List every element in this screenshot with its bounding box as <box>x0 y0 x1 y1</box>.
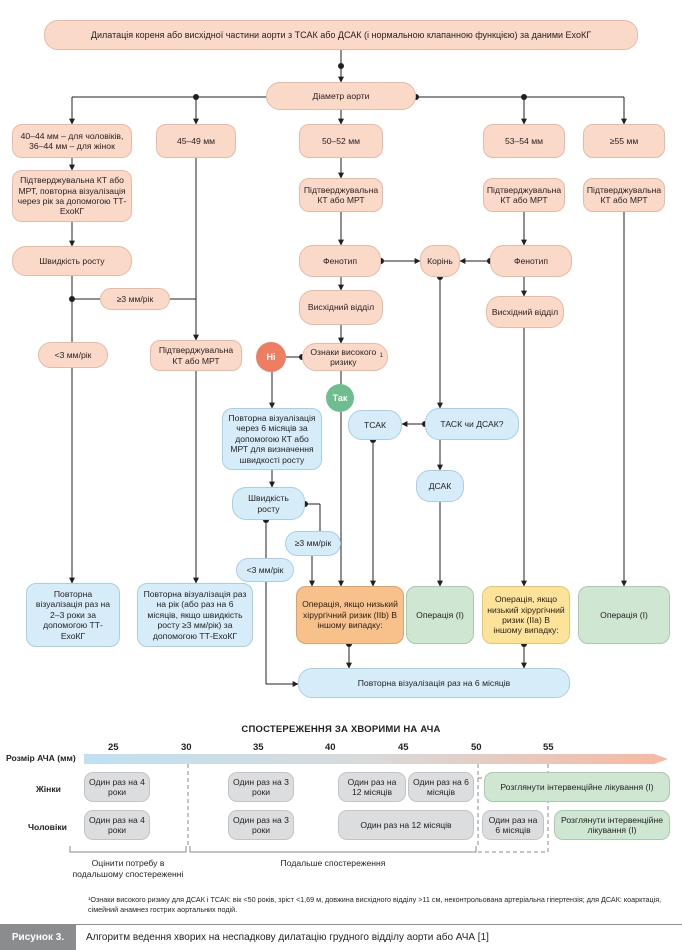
women-consider-intervention: Розглянути інтервенційне лікування (І) <box>484 772 670 802</box>
men-every-6-months: Один раз на 6 місяців <box>482 810 544 840</box>
women-every-4-years: Один раз на 4 роки <box>84 772 150 802</box>
women-every-12-months: Один раз на 12 місяців <box>338 772 406 802</box>
phenotype-right-box: Фенотип <box>490 245 572 277</box>
aortic-diameter-box: Діаметр аорти <box>266 82 416 110</box>
caption-divider <box>0 924 682 925</box>
no-circle: Ні <box>256 342 286 372</box>
tick-45: 45 <box>398 742 409 753</box>
confirm-ct-mrt-55-box: Підтверджувальна КТ або МРТ <box>583 178 665 212</box>
repeat-2-3-years-box: Повторна візуалізація раз на 2–3 роки за… <box>26 583 120 647</box>
timeline-braces <box>69 846 477 853</box>
confirm-ct-mrt-repeat-box: Підтверджувальна КТ або МРТ, повторна ві… <box>12 170 132 222</box>
growth-rate-2-box: Швидкість росту <box>232 487 305 520</box>
men-label: Чоловіки <box>28 822 67 832</box>
lt3-2-box: <3 мм/рік <box>236 558 294 582</box>
ge3-2-box: ≥3 мм/рік <box>285 531 341 556</box>
figure-tag: Рисунок 3. <box>0 925 76 950</box>
men-every-12-months: Один раз на 12 місяців <box>338 810 474 840</box>
women-every-6-months: Один раз на 6 місяців <box>408 772 474 802</box>
axis-label: Розмір АЧА (мм) <box>6 753 76 763</box>
phenotype-left-box: Фенотип <box>299 245 381 277</box>
lt3-box: <3 мм/рік <box>38 342 108 368</box>
tsak-or-dsak-box: ТАСК чи ДСАК? <box>425 408 519 440</box>
operation-I-mid-box: Операція (І) <box>406 586 474 644</box>
tick-25: 25 <box>108 742 119 753</box>
men-every-4-years: Один раз на 4 роки <box>84 810 150 840</box>
timeline-arrow <box>84 754 668 764</box>
high-risk-text: Ознаки високого ризику <box>310 346 377 367</box>
tick-40: 40 <box>325 742 336 753</box>
repeat-6m-ct-box: Повторна візуалізація через 6 місяців за… <box>222 408 322 470</box>
range-40-44-box: 40–44 мм – для чоловіків, 36–44 мм – для… <box>12 124 132 158</box>
confirm-ct-mrt-50-box: Підтверджувальна КТ або МРТ <box>299 178 383 212</box>
top-condition-box: Дилатація кореня або висхідної частини а… <box>44 20 638 50</box>
range-45-49-box: 45–49 мм <box>156 124 236 158</box>
high-risk-footnote-mark: 1 <box>379 353 383 360</box>
tick-35: 35 <box>253 742 264 753</box>
women-every-3-years: Один раз на 3 роки <box>228 772 294 802</box>
range-53-54-box: 53–54 мм <box>483 124 565 158</box>
men-consider-intervention: Розглянути інтервенційне лікування (І) <box>554 810 670 840</box>
tick-30: 30 <box>181 742 192 753</box>
tick-55: 55 <box>543 742 554 753</box>
tick-50: 50 <box>471 742 482 753</box>
ascending-left-box: Висхідний відділ <box>299 290 383 325</box>
junction-dots <box>69 63 527 647</box>
ge3-box: ≥3 мм/рік <box>100 288 170 310</box>
footnote: ¹Ознаки високого ризику для ДСАК і ТСАК:… <box>88 895 662 914</box>
brace-followup-label: Подальше спостереження <box>280 858 386 868</box>
repeat-yearly-box: Повторна візуалізація раз на рік (або ра… <box>137 583 253 647</box>
range-55-box: ≥55 мм <box>583 124 665 158</box>
yes-circle: Так <box>326 384 354 412</box>
operation-IIa-box: Операція, якщо низький хірургічний ризик… <box>482 586 570 644</box>
ascending-right-box: Висхідний відділ <box>486 296 564 328</box>
women-label: Жінки <box>36 784 61 794</box>
men-every-3-years: Один раз на 3 роки <box>228 810 294 840</box>
range-50-52-box: 50–52 мм <box>299 124 383 158</box>
confirm-ct-mrt-45-box: Підтверджувальна КТ або МРТ <box>150 340 242 371</box>
root-box: Корінь <box>420 245 460 277</box>
timeline-title: СПОСТЕРЕЖЕННЯ ЗА ХВОРИМИ НА АЧА <box>241 724 441 735</box>
flowchart-connectors <box>69 50 627 687</box>
confirm-ct-mrt-53-box: Підтверджувальна КТ або МРТ <box>483 178 565 212</box>
timeline-graphics <box>69 754 668 853</box>
figure-caption: Алгоритм ведення хворих на неспадкову ди… <box>86 932 489 943</box>
tsak-box: ТСАК <box>348 410 402 440</box>
dsak-box: ДСАК <box>416 470 464 502</box>
operation-I-right-box: Операція (І) <box>578 586 670 644</box>
operation-IIb-box: Операція, якщо низький хірургічний ризик… <box>296 586 404 644</box>
repeat-6m-box: Повторна візуалізація раз на 6 місяців <box>298 668 570 698</box>
growth-rate-box: Швидкість росту <box>12 246 132 276</box>
brace-assess-label: Оцінити потребу в подальшому спостережен… <box>72 858 184 879</box>
